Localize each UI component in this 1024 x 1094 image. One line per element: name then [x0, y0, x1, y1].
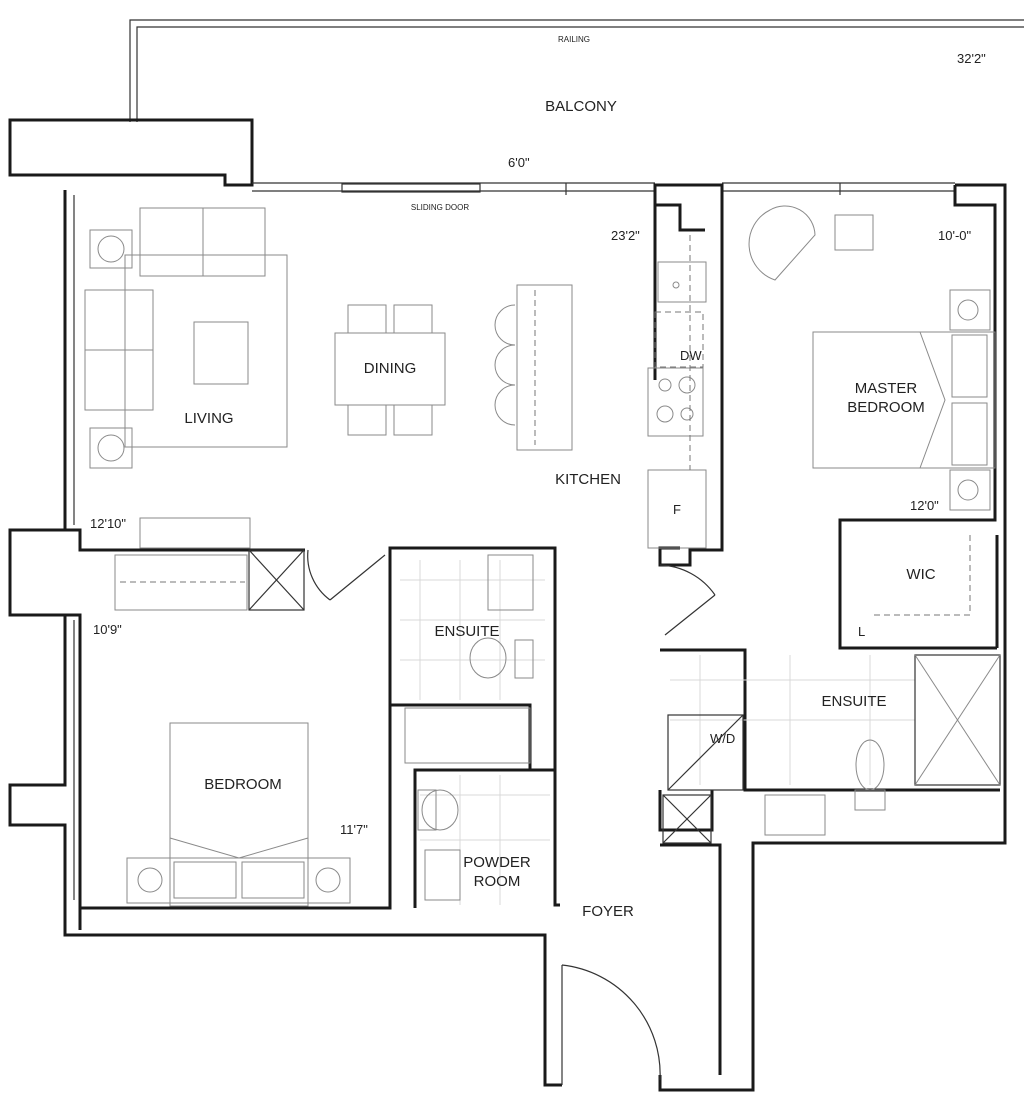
dishwasher: [654, 311, 704, 368]
linen-label: L: [858, 624, 865, 639]
master-furniture: [748, 205, 996, 616]
dining-table: [334, 304, 446, 436]
wd-label: W/D: [710, 731, 735, 746]
kitchen-island: [494, 284, 573, 451]
balcony-railing: [129, 19, 1024, 122]
mechanical-shaft: [248, 549, 305, 611]
dw-label: DW: [680, 348, 702, 363]
living-furniture: [84, 207, 288, 469]
bathtub: [404, 707, 531, 764]
railing-label: RAILING: [558, 35, 590, 44]
room-label-wic: WIC: [906, 566, 935, 583]
dim-balcony-width: 32'2": [957, 51, 986, 66]
dim-living-width: 12'10": [90, 516, 126, 531]
bath-fixtures: [114, 549, 1001, 901]
room-label-ensuite-right: ENSUITE: [821, 693, 886, 710]
room-label-kitchen: KITCHEN: [555, 471, 621, 488]
room-label-powder-2: ROOM: [474, 873, 521, 890]
fridge-label: F: [673, 502, 681, 517]
walls: [8, 183, 1007, 1092]
shower: [914, 654, 1001, 786]
kitchen-counter: [647, 235, 707, 549]
stove-icon: [647, 367, 704, 437]
room-label-living: LIVING: [184, 410, 233, 427]
kitchen-sink: [657, 261, 707, 303]
room-label-foyer: FOYER: [582, 903, 634, 920]
dim-bedroom-length: 10'9": [93, 622, 122, 637]
sliding-door-label: SLIDING DOOR: [411, 203, 469, 212]
dim-master-length: 12'0": [910, 498, 939, 513]
doors: [307, 549, 716, 1085]
room-label-ensuite-left: ENSUITE: [434, 623, 499, 640]
washer-dryer: [667, 714, 744, 791]
room-label-dining: DINING: [364, 360, 417, 377]
room-label-master-1: MASTER: [855, 380, 918, 397]
structural-column: [8, 118, 254, 187]
room-label-balcony: BALCONY: [545, 98, 617, 115]
dim-bedroom-width: 11'7": [340, 822, 368, 837]
bedroom-furniture: [126, 517, 351, 907]
dim-living-length: 23'2": [611, 228, 640, 243]
dim-master-width: 10'-0": [938, 228, 972, 243]
sliding-door: [341, 183, 481, 193]
room-label-bedroom: BEDROOM: [204, 776, 282, 793]
closet: [114, 554, 248, 611]
window-wall: [252, 182, 955, 195]
room-label-powder-1: POWDER: [463, 854, 531, 871]
dim-balcony-depth: 6'0": [508, 155, 530, 170]
fridge: [647, 469, 707, 549]
room-label-master-2: BEDROOM: [847, 399, 925, 416]
